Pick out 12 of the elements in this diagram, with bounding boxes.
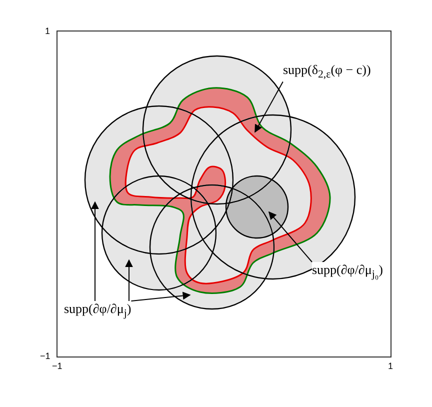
axis-tick-label: 1 — [388, 362, 394, 371]
math-label: supp(δ$_{2,ε}$(φ − c)) — [283, 62, 371, 82]
axis-tick-label: −1 — [52, 362, 62, 371]
leader-arrow — [130, 292, 191, 302]
math-label: supp(∂φ/∂μ$_{j₀}$) — [312, 262, 383, 282]
leader-arrow — [268, 211, 312, 262]
math-label: supp(∂φ/∂μ$_{j}$) — [64, 301, 132, 321]
leader-arrow — [254, 81, 284, 133]
axis-tick-label: −1 — [40, 352, 50, 361]
leader-arrow — [91, 201, 99, 302]
axis-tick-label: 1 — [45, 27, 50, 36]
shaded-support-circle — [225, 175, 289, 239]
